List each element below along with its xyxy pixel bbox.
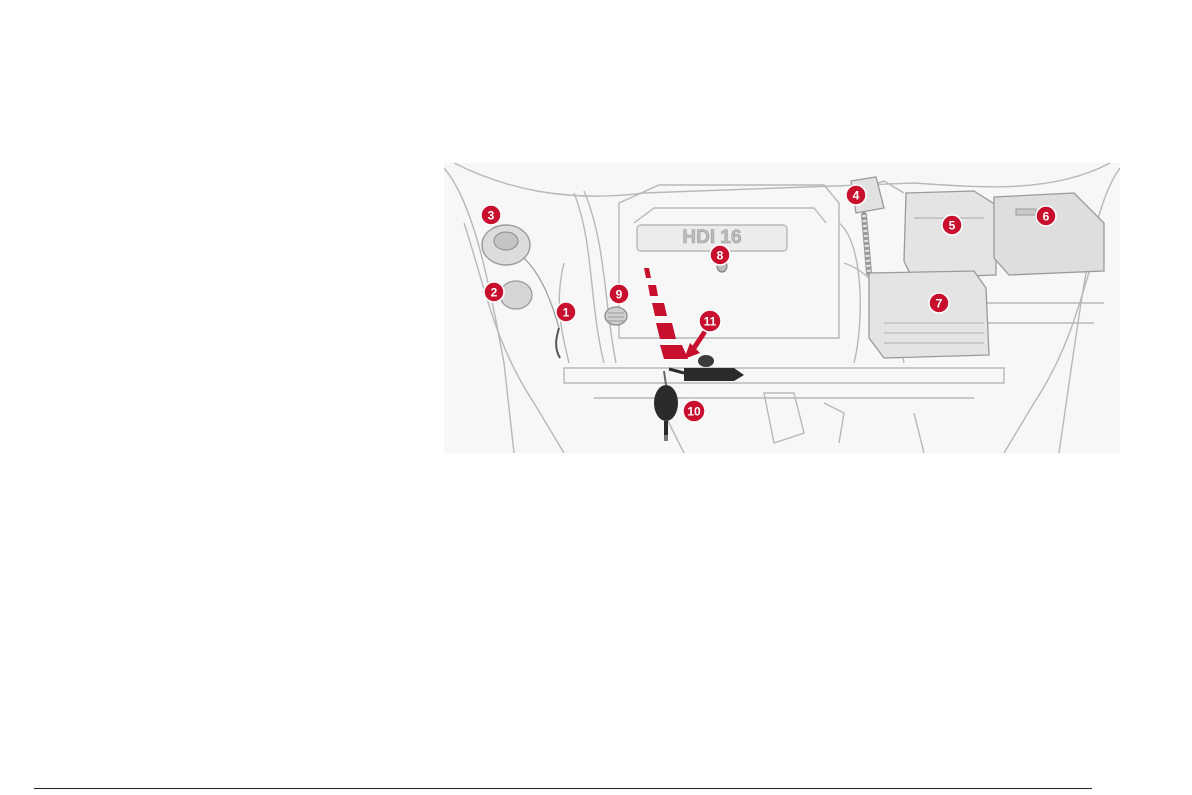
- engine-cover-label: HDI 16: [682, 227, 741, 248]
- callout-2: 2: [484, 282, 504, 302]
- air-filter-housing: [869, 271, 989, 358]
- callout-number: 7: [936, 297, 943, 311]
- callout-number: 8: [717, 249, 724, 263]
- callout-6: 6: [1036, 206, 1056, 226]
- callout-number: 11: [704, 315, 717, 329]
- brake-fluid-reservoir: [500, 281, 532, 309]
- callout-number: 2: [491, 286, 498, 300]
- oil-filler-cap: [605, 307, 627, 325]
- callout-7: 7: [929, 293, 949, 313]
- dipstick: [556, 328, 560, 358]
- callout-9: 9: [609, 284, 629, 304]
- priming-arrow: [684, 333, 704, 359]
- callout-4: 4: [846, 185, 866, 205]
- callout-8: 8: [710, 245, 730, 265]
- callout-number: 6: [1043, 210, 1050, 224]
- callout-number: 3: [488, 209, 495, 223]
- callout-number: 9: [616, 288, 623, 302]
- callout-5: 5: [942, 215, 962, 235]
- priming-guide-stripes: [644, 268, 688, 359]
- callout-number: 10: [687, 405, 701, 419]
- engine-compartment-diagram: HDI 16 1 2 3 4 5 6 7 8 9 10 11: [444, 163, 1120, 453]
- callout-3: 3: [481, 205, 501, 225]
- callout-11: 11: [699, 310, 721, 332]
- engine-bay-illustration: HDI 16 1 2 3 4 5 6 7 8 9 10 11: [444, 163, 1120, 453]
- battery: [994, 193, 1104, 275]
- callout-number: 4: [853, 189, 860, 203]
- callout-number: 1: [563, 306, 570, 320]
- callout-number: 5: [949, 219, 956, 233]
- footer-rule: [34, 788, 1092, 789]
- callout-1: 1: [556, 302, 576, 322]
- callout-10: 10: [683, 400, 705, 422]
